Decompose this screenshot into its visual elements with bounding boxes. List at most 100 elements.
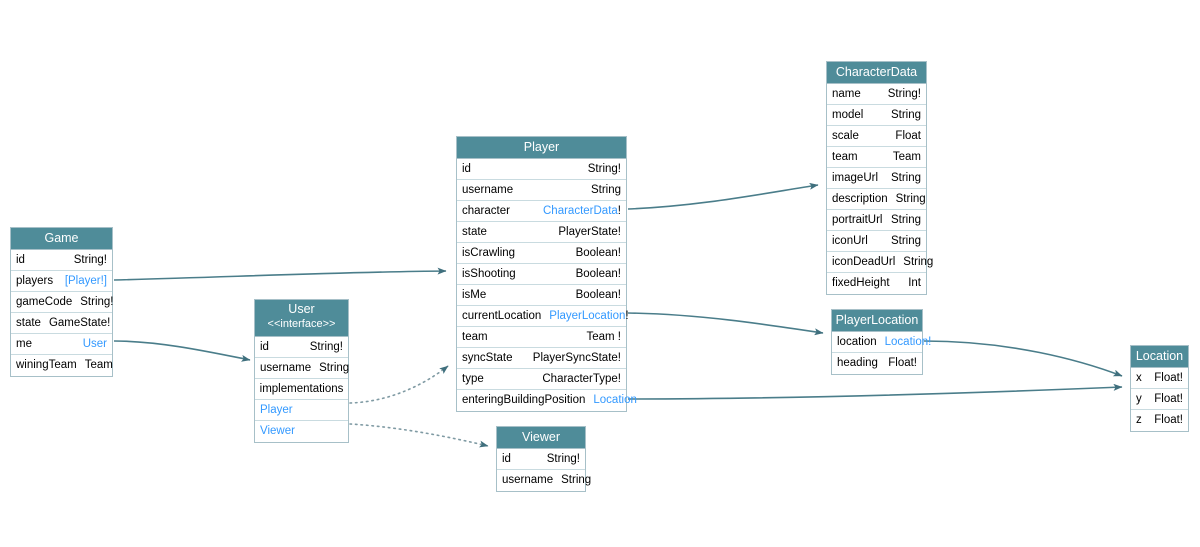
field-type: Float! (888, 357, 917, 369)
field-type: Float! (1154, 392, 1183, 405)
field-row: isCrawling Boolean! (457, 243, 626, 264)
field-name: team (462, 330, 488, 343)
field-name: iconDeadUrl (832, 255, 896, 268)
field-row: character CharacterData! (457, 201, 626, 222)
field-type: Int (908, 277, 921, 289)
field-type-nonnull: ! (617, 204, 621, 217)
field-name: name (832, 87, 861, 100)
field-row: winingTeam Team (11, 355, 113, 376)
field-type: PlayerState! (558, 225, 621, 238)
field-name: team (832, 150, 858, 163)
field-type[interactable]: User (82, 337, 107, 350)
field-type[interactable]: CharacterData! (535, 201, 621, 222)
field-name: x (1136, 371, 1142, 384)
field-type: String (890, 234, 921, 247)
implementation-name: Player (260, 403, 293, 416)
field-type: Float! (1154, 371, 1183, 384)
field-row: model String (827, 105, 926, 126)
field-type: String (590, 183, 621, 196)
entity-name: PlayerLocation (835, 313, 919, 327)
entity-title-location: Location (1131, 346, 1188, 368)
field-row: id String! (255, 337, 348, 358)
field-name: isCrawling (462, 246, 516, 259)
field-name: location (837, 335, 877, 348)
implementation-link[interactable]: Player (255, 400, 348, 421)
field-name: fixedHeight (832, 277, 890, 289)
field-type: Team ! (586, 330, 621, 343)
field-name: z (1136, 414, 1142, 426)
field-name: state (462, 225, 487, 238)
field-name: imageUrl (832, 171, 879, 184)
field-type: String! (587, 162, 621, 175)
field-type: String (890, 213, 921, 226)
implementations-label: implementations (255, 379, 348, 400)
field-name: isShooting (462, 267, 516, 280)
field-type: String! (309, 340, 343, 353)
field-name: players (16, 274, 54, 287)
field-row: iconDeadUrl String (827, 252, 933, 273)
edge-playerlocation-location-location (923, 340, 1123, 377)
field-type[interactable]: [Player!] (64, 274, 107, 287)
field-name: winingTeam (16, 359, 77, 371)
field-name: username (260, 361, 312, 374)
field-row: fixedHeight Int (827, 273, 926, 294)
field-type: Float (895, 129, 921, 142)
field-type-nonnull: ! (625, 309, 629, 322)
field-type[interactable]: Location (593, 394, 637, 406)
entity-stereotype: <<interface>> (267, 318, 336, 330)
field-type: String! (80, 295, 114, 308)
field-type: Team (84, 359, 113, 371)
field-row: x Float! (1131, 368, 1188, 389)
field-type: String (903, 255, 934, 268)
field-name: iconUrl (832, 234, 868, 247)
field-row: username String (255, 358, 350, 379)
implementation-name: Viewer (260, 425, 295, 437)
field-name: me (16, 337, 32, 350)
field-row: enteringBuildingPosition Location (457, 390, 637, 411)
field-type: String (319, 361, 350, 374)
field-type: String (890, 108, 921, 121)
field-name: id (260, 340, 269, 353)
field-type[interactable]: PlayerLocation! (541, 306, 628, 327)
field-name: type (462, 372, 484, 385)
field-name: portraitUrl (832, 213, 883, 226)
field-name: model (832, 108, 864, 121)
field-type: Boolean! (575, 246, 621, 259)
field-name: state (16, 316, 41, 329)
field-type[interactable]: Location! (884, 335, 932, 348)
entity-title-viewer: Viewer (497, 427, 585, 449)
field-name: enteringBuildingPosition (462, 394, 586, 406)
field-name: character (462, 204, 510, 217)
field-row: location Location! (832, 332, 931, 353)
field-row: state PlayerState! (457, 222, 626, 243)
field-name: description (832, 192, 888, 205)
entity-name: Game (44, 231, 79, 245)
field-type: GameState! (48, 316, 111, 329)
entity-name: Player (523, 140, 560, 154)
implementation-link[interactable]: Viewer (255, 421, 348, 442)
edge-player-character-characterdata (627, 182, 819, 210)
edge-user-implements-viewer (349, 423, 489, 448)
field-name: y (1136, 392, 1142, 405)
field-name: isMe (462, 288, 487, 301)
field-type: PlayerSyncState! (532, 351, 621, 364)
entity-title-player: Player (457, 137, 626, 159)
